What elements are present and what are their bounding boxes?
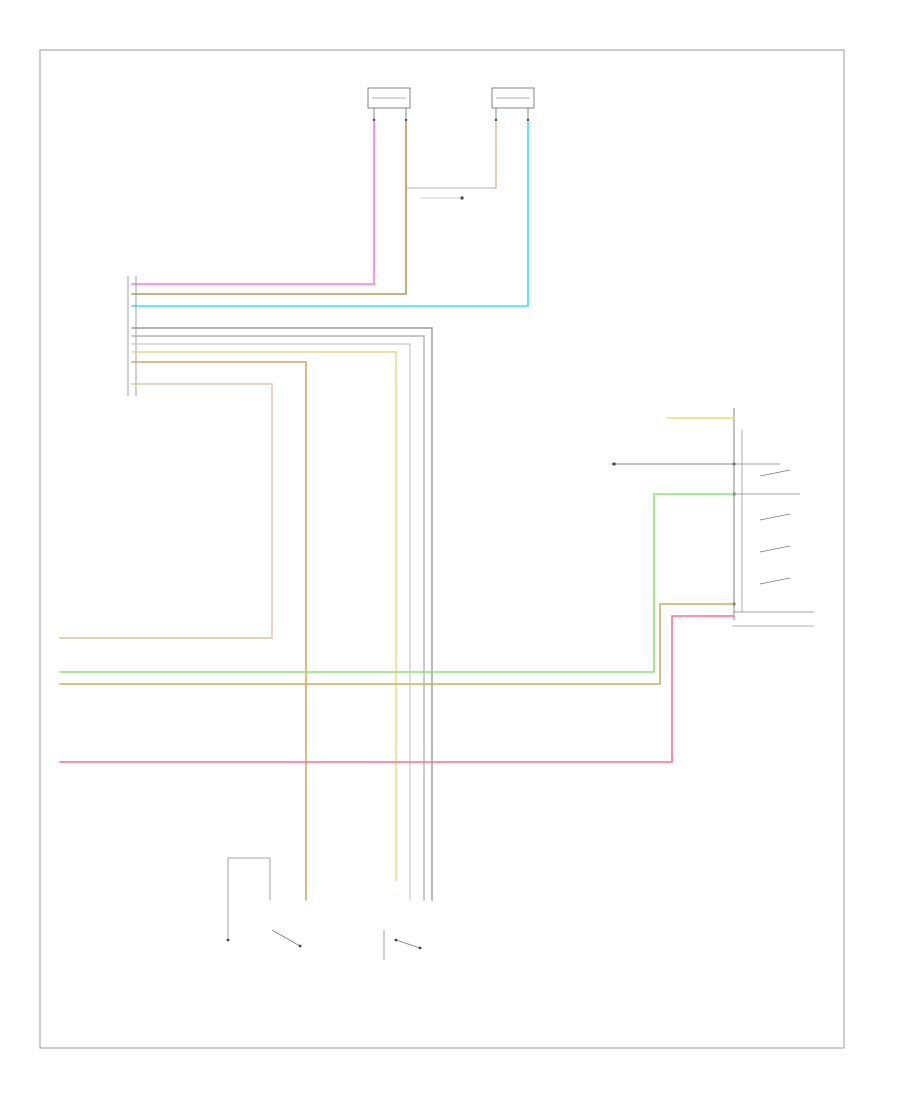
front-tank-sender: [367, 87, 411, 122]
rear-tank-sender: [491, 87, 535, 122]
splice-dot: [612, 462, 616, 466]
fuel-pump-switch: [226, 857, 302, 948]
wire-gray-1: [131, 327, 433, 901]
wire-pink-sender: [131, 121, 375, 285]
ground-splice: [406, 187, 496, 200]
wire-yellow-4: [131, 351, 397, 881]
fuel-pump-relay: [732, 408, 814, 627]
wire-cyan-sender: [131, 121, 529, 307]
diagram-frame: [39, 49, 845, 1049]
transfer-valve: [383, 930, 422, 960]
wire-lightgray-3: [131, 343, 411, 901]
wire-tan-5: [131, 361, 307, 901]
wire-green: [59, 493, 735, 673]
wire-gray-2: [131, 335, 425, 901]
wire-red-pink: [59, 615, 735, 763]
wire-tan-sender: [131, 121, 407, 295]
wire-beige-6: [59, 383, 273, 639]
wire-brown-pair: [59, 603, 735, 685]
